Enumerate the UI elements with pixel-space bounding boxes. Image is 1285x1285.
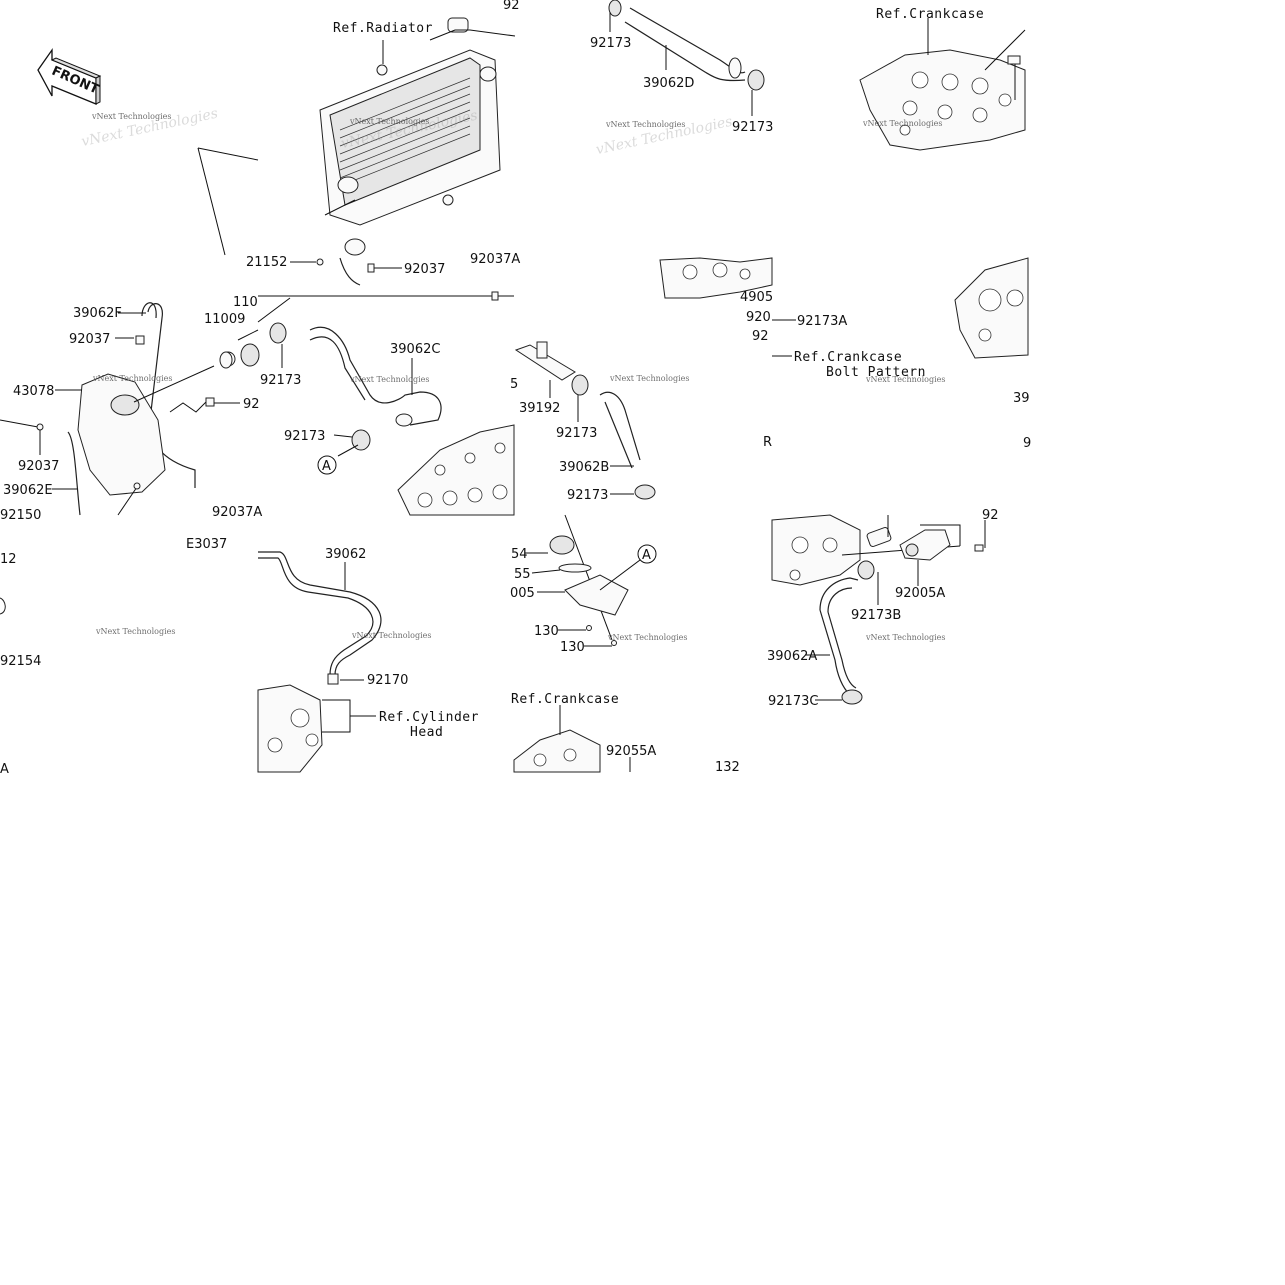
label-92037-t4a: 92037	[69, 332, 110, 347]
label-39062b: 39062B	[559, 460, 609, 475]
label-head: Head	[410, 725, 443, 740]
label-5-t5: 5	[510, 377, 518, 392]
label-4905: 4905	[740, 290, 773, 305]
label-9-t6: 9	[1023, 436, 1031, 451]
label-92173-t5a: 92173	[556, 426, 597, 441]
label-110: 110	[233, 295, 258, 310]
label-92173b: 92173B	[851, 608, 901, 623]
watermark: vNext Technologies	[862, 119, 942, 128]
label-92-top: 92	[503, 0, 520, 13]
watermark: vNext Technologies	[865, 633, 945, 642]
watermark: vNext Technologies	[351, 631, 431, 640]
tile-radiator: FRONT Ref.Radiator 92 21152	[37, 0, 520, 301]
label-92173-t4a: 92173	[260, 373, 301, 388]
label-ref-crankcase-t9: Ref.Crankcase	[511, 692, 619, 707]
label-e3037: E3037	[186, 537, 227, 552]
label-92037a-t4: 92037A	[212, 505, 262, 520]
label-130-b: 130	[560, 640, 585, 655]
label-92170: 92170	[367, 673, 408, 688]
label-a-t7: A	[0, 762, 9, 777]
watermark: vNext Technologies	[91, 112, 171, 121]
watermark: vNext Technologies	[92, 374, 172, 383]
watermark: vNext Technologies	[95, 627, 175, 636]
label-12: 12	[0, 552, 17, 567]
label-bolt-pattern: Bolt Pattern	[826, 365, 926, 380]
label-130-a: 130	[534, 624, 559, 639]
front-arrow-icon: FRONT	[37, 47, 102, 105]
label-39-t6: 39	[1013, 391, 1030, 406]
label-92173a: 92173A	[797, 314, 847, 329]
label-a-t4: A	[322, 459, 331, 474]
label-r-t6: R	[763, 435, 772, 450]
label-a-t9: A	[642, 548, 651, 563]
label-92005a: 92005A	[895, 586, 945, 601]
label-21152: 21152	[246, 255, 287, 270]
watermark: vNext Technologies	[349, 375, 429, 384]
label-39062: 39062	[325, 547, 366, 562]
label-92154: 92154	[0, 654, 41, 669]
label-ref-radiator: Ref.Radiator	[333, 21, 433, 36]
label-54: 54	[511, 547, 528, 562]
watermark: vNext Technologies	[609, 374, 689, 383]
label-43078: 43078	[13, 384, 54, 399]
label-92173-t2a: 92173	[590, 36, 631, 51]
label-92173-t2b: 92173	[732, 120, 773, 135]
watermark: vNext Technologies	[605, 120, 685, 129]
label-39062d: 39062D	[643, 76, 694, 91]
label-39062f: 39062F	[73, 306, 122, 321]
label-ref-cylinder: Ref.Cylinder	[379, 710, 479, 725]
label-39062e: 39062E	[3, 483, 53, 498]
tile-fragment-left: 12 E3037 92154 A vNext Technologies	[0, 537, 227, 777]
label-005: 005	[510, 586, 535, 601]
tile-hose-39062d: 92173 39062D 92173 vNext Technologies vN…	[590, 0, 773, 158]
label-55: 55	[514, 567, 531, 582]
label-92037-t4b: 92037	[18, 459, 59, 474]
label-92173-t5b: 92173	[567, 488, 608, 503]
tile-reservoir: 39062F 92037 43078 92037 39062E 92150 11…	[0, 295, 515, 523]
tile-crankcase-bolt: 4905 920 92173A 92 Ref.Crankcase Bolt Pa…	[659, 257, 1031, 451]
watermark: vNext Technologies	[349, 117, 429, 126]
label-92173-t4b: 92173	[284, 429, 325, 444]
label-92-t10: 92	[982, 508, 999, 523]
label-132: 132	[715, 760, 740, 775]
tile-thermostat: A 54 55 005 130 130 Ref.Crankcase 92055A…	[510, 514, 740, 775]
label-ref-crankcase-t6: Ref.Crankcase	[794, 350, 902, 365]
label-920: 920	[746, 310, 771, 325]
tile-hose-39062: 39062 92170 Ref.Cylinder Head vNext Tech…	[257, 547, 479, 773]
watermark: vNext Technologies	[865, 375, 945, 384]
label-ref-crankcase-t3: Ref.Crankcase	[876, 7, 984, 22]
label-92037-t1: 92037	[404, 262, 445, 277]
tile-crankcase-top: Ref.Crankcase vNext Technologies	[859, 7, 1026, 151]
label-92-t6: 92	[752, 329, 769, 344]
label-92150: 92150	[0, 508, 41, 523]
label-39062c: 39062C	[390, 342, 440, 357]
label-92037a-t1: 92037A	[470, 252, 520, 267]
tile-hose-39062b: 39192 92173 39062B 92173 5 vNext Technol…	[510, 341, 689, 503]
label-92173c: 92173C	[768, 694, 818, 709]
watermark: vNext Technologies	[607, 633, 687, 642]
radiator	[319, 17, 516, 256]
label-92-t4: 92	[243, 397, 260, 412]
label-92055a: 92055A	[606, 744, 656, 759]
label-39192: 39192	[519, 401, 560, 416]
label-39062a: 39062A	[767, 649, 817, 664]
label-11009: 11009	[204, 312, 245, 327]
tile-hose-39062a: 92005A 92173B 39062A 92173C 92 vNext Tec…	[767, 508, 999, 709]
